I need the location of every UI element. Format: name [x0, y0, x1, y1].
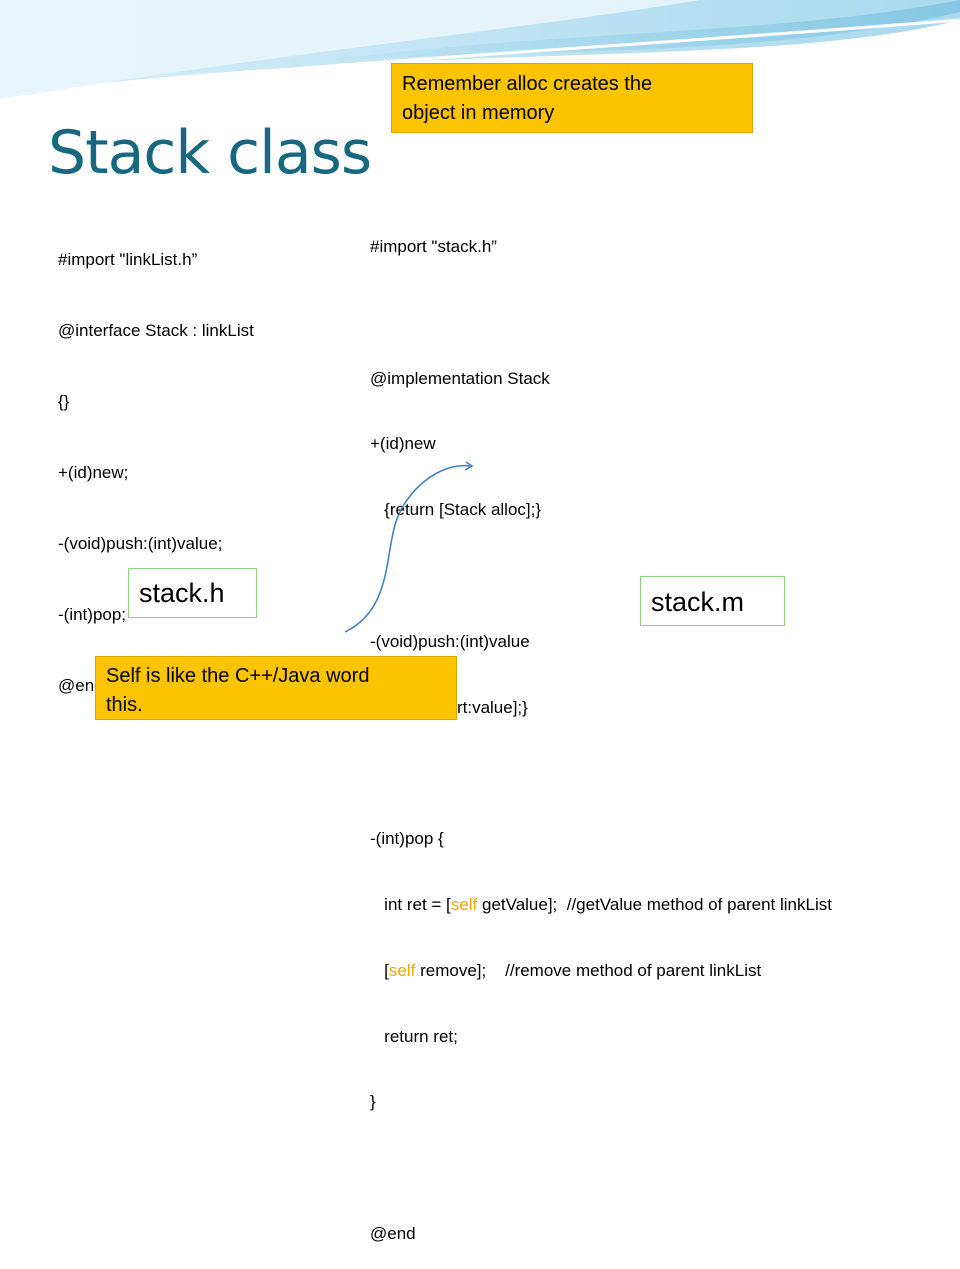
callout-self-line-1: Self is like the C++/Java word — [106, 665, 370, 687]
code-text: int ret = [ — [370, 894, 451, 914]
code-line: +(id)new; — [58, 463, 129, 482]
page-title: Stack class — [48, 118, 372, 188]
code-line: @end — [370, 1223, 416, 1243]
code-blank-line — [370, 1157, 832, 1183]
stack-m-label: stack.m — [640, 576, 785, 626]
code-line: @implementation Stack — [370, 368, 550, 388]
code-line: -(int)pop { — [370, 829, 444, 849]
code-text: [ — [370, 960, 389, 980]
code-line: -(void)push:(int)value — [370, 631, 530, 651]
code-blank-line — [370, 762, 832, 788]
code-line: +(id)new — [370, 434, 436, 454]
implementation-code-block: #import "stack.h” @implementation Stack … — [370, 196, 832, 1269]
code-line: #import "stack.h” — [370, 237, 497, 256]
code-line: int ret = [self getValue]; //getValue me… — [370, 894, 832, 920]
code-line: -(int)pop; — [58, 605, 127, 624]
code-blank-line — [370, 302, 832, 328]
code-line: @end — [58, 676, 104, 695]
callout-self-note: Self is like the C++/Java word this. — [95, 656, 457, 720]
code-text: remove]; //remove method of parent linkL… — [415, 960, 762, 980]
self-keyword: self — [388, 960, 416, 980]
code-line: return ret; — [370, 1026, 458, 1046]
code-line: {return [Stack alloc];} — [370, 500, 542, 520]
code-line: #import "linkList.h” — [58, 250, 198, 269]
callout-alloc-note: Remember alloc creates the object in mem… — [391, 63, 753, 133]
callout-self-line-2: this. — [106, 694, 143, 716]
stack-h-label: stack.h — [128, 568, 257, 618]
callout-alloc-line-2: object in memory — [402, 102, 555, 124]
code-line: } — [370, 1092, 376, 1112]
code-line: {} — [58, 392, 70, 411]
code-text: getValue]; //getValue method of parent l… — [477, 894, 832, 914]
code-line: @interface Stack : linkList — [58, 321, 254, 340]
code-line: [self remove]; //remove method of parent… — [370, 960, 832, 986]
code-line: -(void)push:(int)value; — [58, 534, 223, 553]
callout-alloc-line-1: Remember alloc creates the — [402, 73, 653, 95]
self-keyword: self — [450, 894, 478, 914]
header-code-block: #import "linkList.h” @interface Stack : … — [58, 208, 254, 725]
